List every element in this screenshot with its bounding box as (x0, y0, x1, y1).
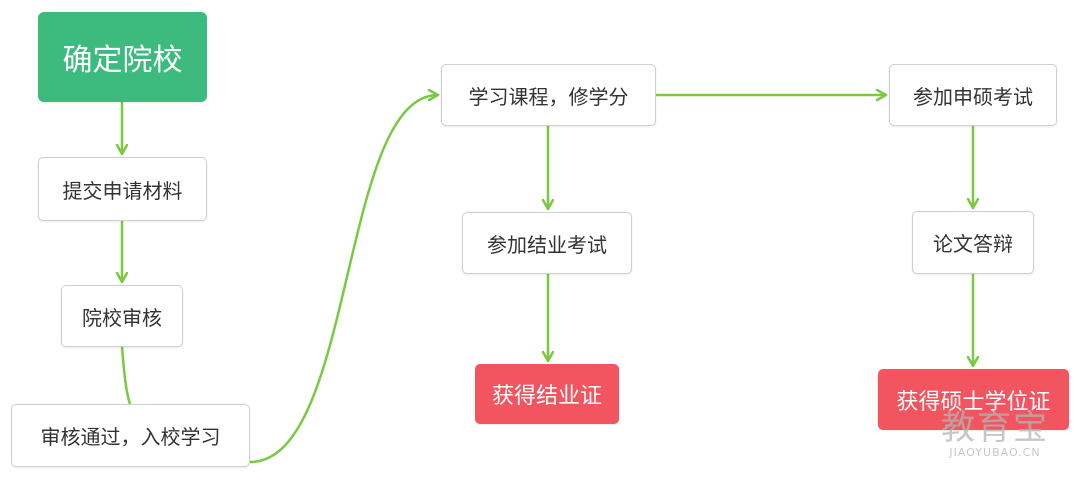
node-confirm-school: 确定院校 (38, 12, 207, 102)
connector-review-to-passed (120, 346, 132, 405)
watermark-logo: 教育宝 JIAOYUBAO.CN (920, 410, 1070, 460)
node-school-review: 院校审核 (61, 285, 183, 347)
node-graduation-cert: 获得结业证 (475, 364, 619, 424)
node-submit-materials: 提交申请材料 (38, 157, 207, 221)
watermark-domain: JIAOYUBAO.CN (949, 446, 1041, 459)
node-study-courses: 学习课程，修学分 (441, 64, 656, 126)
watermark-text: 教育宝 (941, 408, 1049, 448)
node-graduation-exam: 参加结业考试 (462, 212, 632, 274)
node-master-degree: 获得硕士学位证 (878, 369, 1069, 430)
node-review-passed: 审核通过，入校学习 (11, 404, 250, 467)
arrow-passed-to-study (249, 95, 438, 464)
node-master-exam: 参加申硕考试 (889, 64, 1057, 126)
node-thesis-defense: 论文答辩 (912, 211, 1034, 274)
